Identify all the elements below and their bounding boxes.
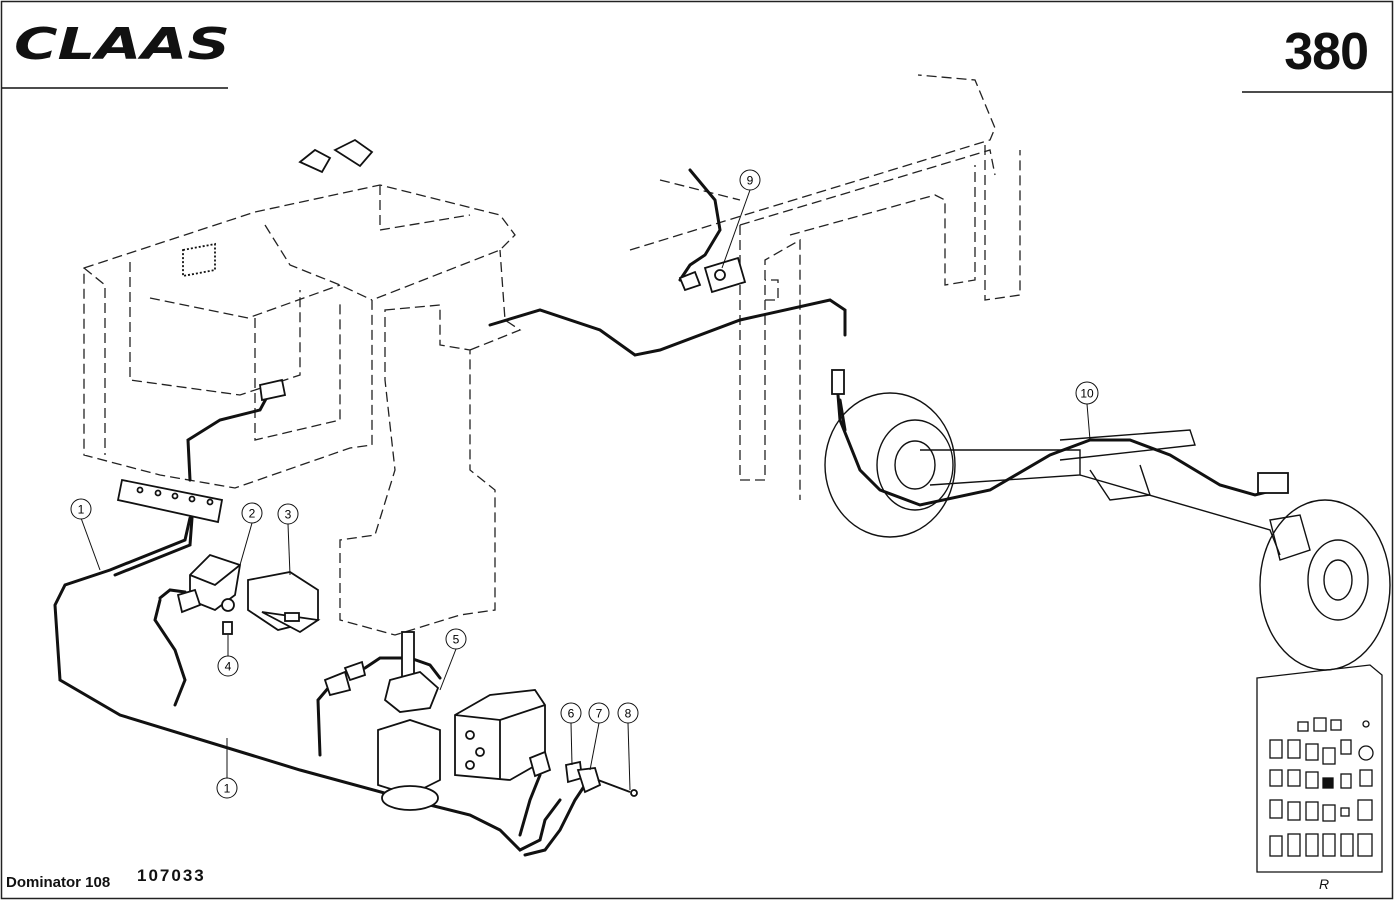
svg-text:6: 6	[568, 707, 575, 721]
switch-part-7	[576, 767, 602, 794]
brand-wordmark: CLAAS	[14, 22, 230, 64]
cover-part-3	[247, 571, 321, 634]
axle-assembly	[824, 392, 1391, 671]
svg-text:9: 9	[747, 174, 754, 188]
svg-text:4: 4	[225, 660, 232, 674]
terminal-strip	[116, 478, 224, 524]
cabin-fuse	[182, 242, 216, 278]
machine-outline	[83, 74, 1021, 636]
callout-10: 10	[1075, 381, 1099, 405]
callout-5: 5	[445, 628, 467, 650]
callout-4: 4	[217, 655, 239, 677]
cabin-socket	[258, 378, 287, 402]
claas-logo: CLAAS	[14, 22, 230, 64]
revision-mark: R	[1319, 876, 1330, 892]
model-name: Dominator 108	[6, 874, 111, 891]
svg-text:5: 5	[453, 633, 460, 647]
svg-text:1: 1	[78, 503, 85, 517]
nut-part-4	[222, 621, 233, 635]
valve-part-5	[323, 631, 441, 811]
callout-2: 2	[241, 502, 263, 524]
svg-text:3: 3	[285, 508, 292, 522]
callout-9: 9	[739, 169, 761, 191]
relay-part-2	[176, 553, 242, 614]
sensor-plug	[1257, 472, 1289, 494]
svg-text:7: 7	[596, 707, 603, 721]
callout-1-lower: 1	[216, 777, 238, 799]
callout-8: 8	[617, 702, 639, 724]
screw-part-8	[597, 779, 631, 793]
components	[116, 138, 1289, 811]
callout-6: 6	[560, 702, 582, 724]
hydraulic-block	[454, 689, 552, 781]
cabin-connectors	[298, 138, 374, 174]
control-panel-inset	[1256, 664, 1383, 873]
callout-1: 1	[70, 498, 92, 520]
switch-part-9	[678, 256, 747, 294]
svg-text:2: 2	[249, 507, 256, 521]
page-number: 380	[1284, 23, 1369, 81]
svg-text:8: 8	[625, 707, 632, 721]
wiring-harness	[53, 168, 1277, 857]
callout-7: 7	[588, 702, 610, 724]
callout-3: 3	[277, 503, 299, 525]
svg-text:10: 10	[1080, 387, 1094, 401]
svg-text:1: 1	[224, 782, 231, 796]
reference-number: 107033	[137, 866, 206, 885]
callout-leaders	[80, 189, 1091, 791]
inline-plug	[831, 369, 845, 395]
